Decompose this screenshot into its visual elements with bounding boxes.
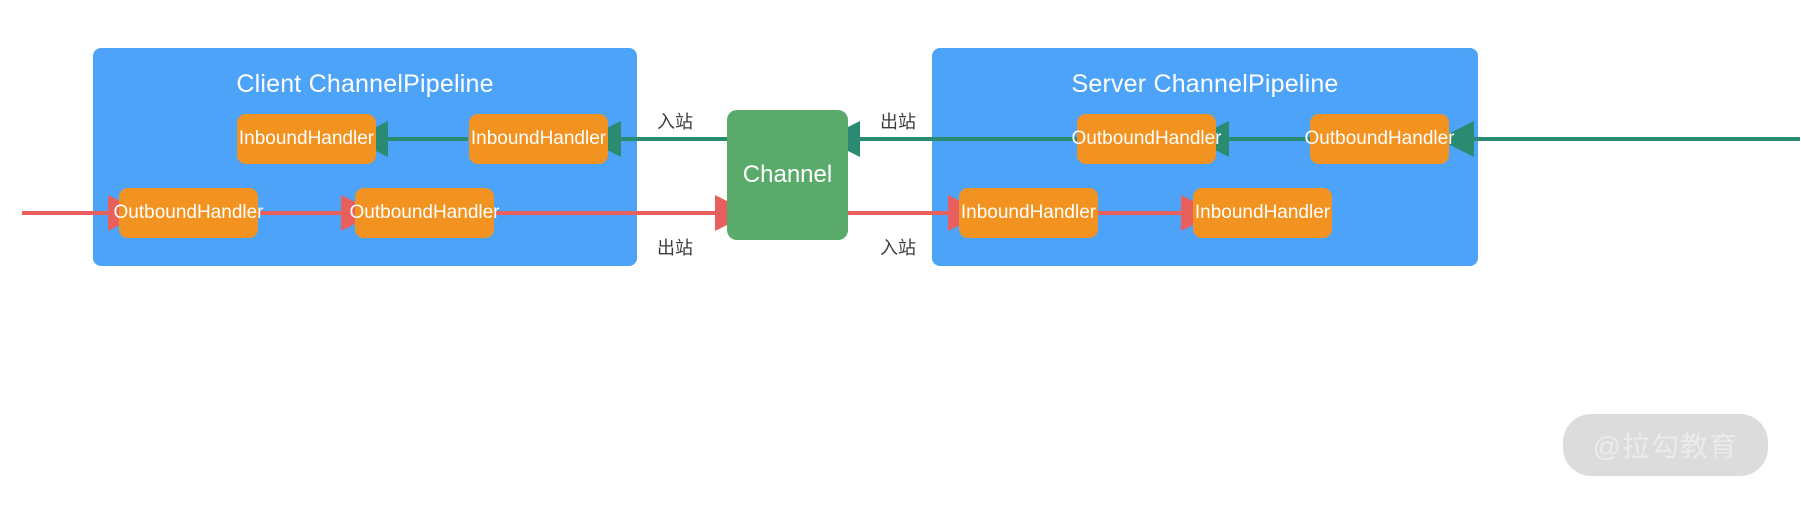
client-inbound-handler-1[interactable]: InboundHandler: [237, 114, 376, 164]
handler-label: OutboundHandler: [349, 202, 500, 223]
handler-label: InboundHandler: [1194, 202, 1331, 223]
server-inbound-handler-2[interactable]: InboundHandler: [1193, 188, 1332, 238]
handler-label: OutboundHandler: [1304, 128, 1455, 149]
client-outbound-handler-1[interactable]: OutboundHandler: [114, 188, 264, 238]
server-outbound-handler-1[interactable]: OutboundHandler: [1072, 114, 1222, 164]
handler-label: InboundHandler: [238, 128, 375, 149]
handler-label: OutboundHandler: [113, 202, 264, 223]
channel-box[interactable]: Channel: [727, 110, 848, 240]
label-server-outbound: 出站: [880, 112, 916, 132]
handler-label: InboundHandler: [470, 128, 607, 149]
handler-label: OutboundHandler: [1071, 128, 1222, 149]
label-client-outbound: 出站: [657, 238, 693, 258]
handler-label: InboundHandler: [960, 202, 1097, 223]
label-server-inbound: 入站: [880, 238, 916, 258]
channel-label: Channel: [742, 161, 833, 188]
client-inbound-handler-2[interactable]: InboundHandler: [469, 114, 608, 164]
server-pipeline-title: Server ChannelPipeline: [1071, 70, 1339, 98]
server-outbound-handler-2[interactable]: OutboundHandler: [1305, 114, 1455, 164]
client-outbound-handler-2[interactable]: OutboundHandler: [350, 188, 500, 238]
watermark: @拉勾教育: [1562, 414, 1768, 476]
label-client-inbound: 入站: [657, 112, 693, 132]
client-pipeline-title: Client ChannelPipeline: [236, 70, 494, 98]
server-inbound-handler-1[interactable]: InboundHandler: [959, 188, 1098, 238]
